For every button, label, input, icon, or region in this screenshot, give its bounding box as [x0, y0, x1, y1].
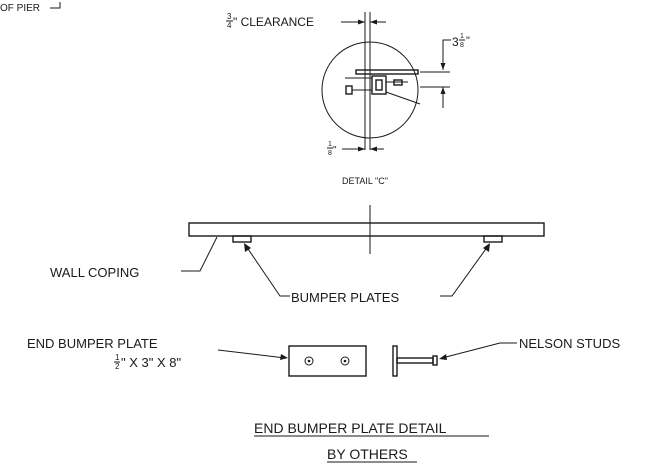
dim-bottom-fraction-den: 8	[328, 150, 332, 157]
stud-head	[345, 85, 353, 95]
dim-right-inch: "	[466, 35, 470, 47]
clearance-fraction-num: 3	[227, 12, 232, 21]
clearance-fraction-den: 4	[227, 21, 232, 30]
nelson-stud-shaft	[396, 357, 434, 364]
bumper-plate-right	[483, 235, 503, 243]
stud-hole-left-center	[307, 359, 311, 363]
bumper-block	[371, 75, 387, 95]
drawing-title: END BUMPER PLATE DETAIL BY OTHERS	[254, 420, 489, 463]
nelson-studs-label: NELSON STUDS	[519, 336, 620, 351]
plate-size-fraction-den: 2	[115, 362, 120, 371]
dim-bottom-inch: "	[333, 145, 337, 156]
dim-right-whole: 3	[452, 35, 459, 49]
plate-size-fraction-num: 1	[115, 353, 120, 362]
stud-hole-right-center	[343, 359, 347, 363]
bumper-core	[375, 79, 383, 91]
end-bumper-plate-label: END BUMPER PLATE	[27, 336, 158, 351]
clearance-arrow-left	[358, 19, 365, 25]
bumper-plates-leader-right	[440, 245, 489, 297]
end-plate-leader	[217, 349, 286, 359]
nelson-studs-leader	[441, 342, 517, 359]
bumper-plates-arrow-right	[483, 243, 490, 252]
dim-bottom-arrow-left	[358, 146, 365, 152]
title-line-1: END BUMPER PLATE DETAIL	[254, 420, 447, 436]
stud-hole-left	[304, 356, 314, 366]
wall-coping-bar	[188, 222, 545, 237]
stud-hole-right	[340, 356, 350, 366]
dim-bottom-fraction-num: 1	[328, 141, 332, 148]
wall-coping-leader	[181, 236, 218, 272]
bumper-plates-arrow-left	[244, 243, 251, 252]
detail-c-label: DETAIL "C"	[342, 176, 388, 186]
dim-right-upper	[442, 39, 451, 70]
clearance-label: " CLEARANCE	[233, 15, 314, 29]
detail-c: 3 4 " CLEARANCE 3	[226, 12, 470, 186]
bumper-plates-leader-left	[245, 245, 290, 297]
end-plate-arrow	[280, 354, 288, 360]
clearance-arrow-right	[370, 19, 377, 25]
of-pier-leader	[50, 2, 61, 9]
of-pier-label: OF PIER	[0, 3, 40, 14]
dim-right-arrow-bottom	[440, 87, 446, 94]
plate-size-label: " X 3" X 8"	[121, 355, 181, 370]
nelson-studs-arrow	[439, 354, 447, 360]
bumper-plate-left	[232, 235, 252, 243]
wall-coping-label: WALL COPING	[50, 265, 139, 280]
dim-bottom-arrow-right	[370, 146, 377, 152]
dim-right-arrow-top	[440, 63, 446, 70]
dim-right-fraction-den: 8	[460, 42, 464, 49]
end-bumper-plate	[288, 345, 367, 377]
title-line-2: BY OTHERS	[327, 446, 408, 462]
nelson-stud-head	[432, 355, 438, 366]
detail-leader	[385, 91, 421, 105]
end-bumper-plate-detail: END BUMPER PLATE 1 2 " X 3" X 8" NELSON …	[27, 336, 620, 377]
dim-right-fraction-num: 1	[460, 33, 464, 40]
of-pier-callout: OF PIER	[0, 2, 61, 14]
bumper-plates-label: BUMPER PLATES	[291, 290, 399, 305]
wall-coping-elevation: WALL COPING BUMPER PLATES	[50, 205, 545, 305]
detail-circle	[321, 41, 419, 139]
coping-section	[355, 69, 419, 75]
detail-assembly	[345, 69, 421, 105]
stud-nut	[393, 79, 403, 86]
